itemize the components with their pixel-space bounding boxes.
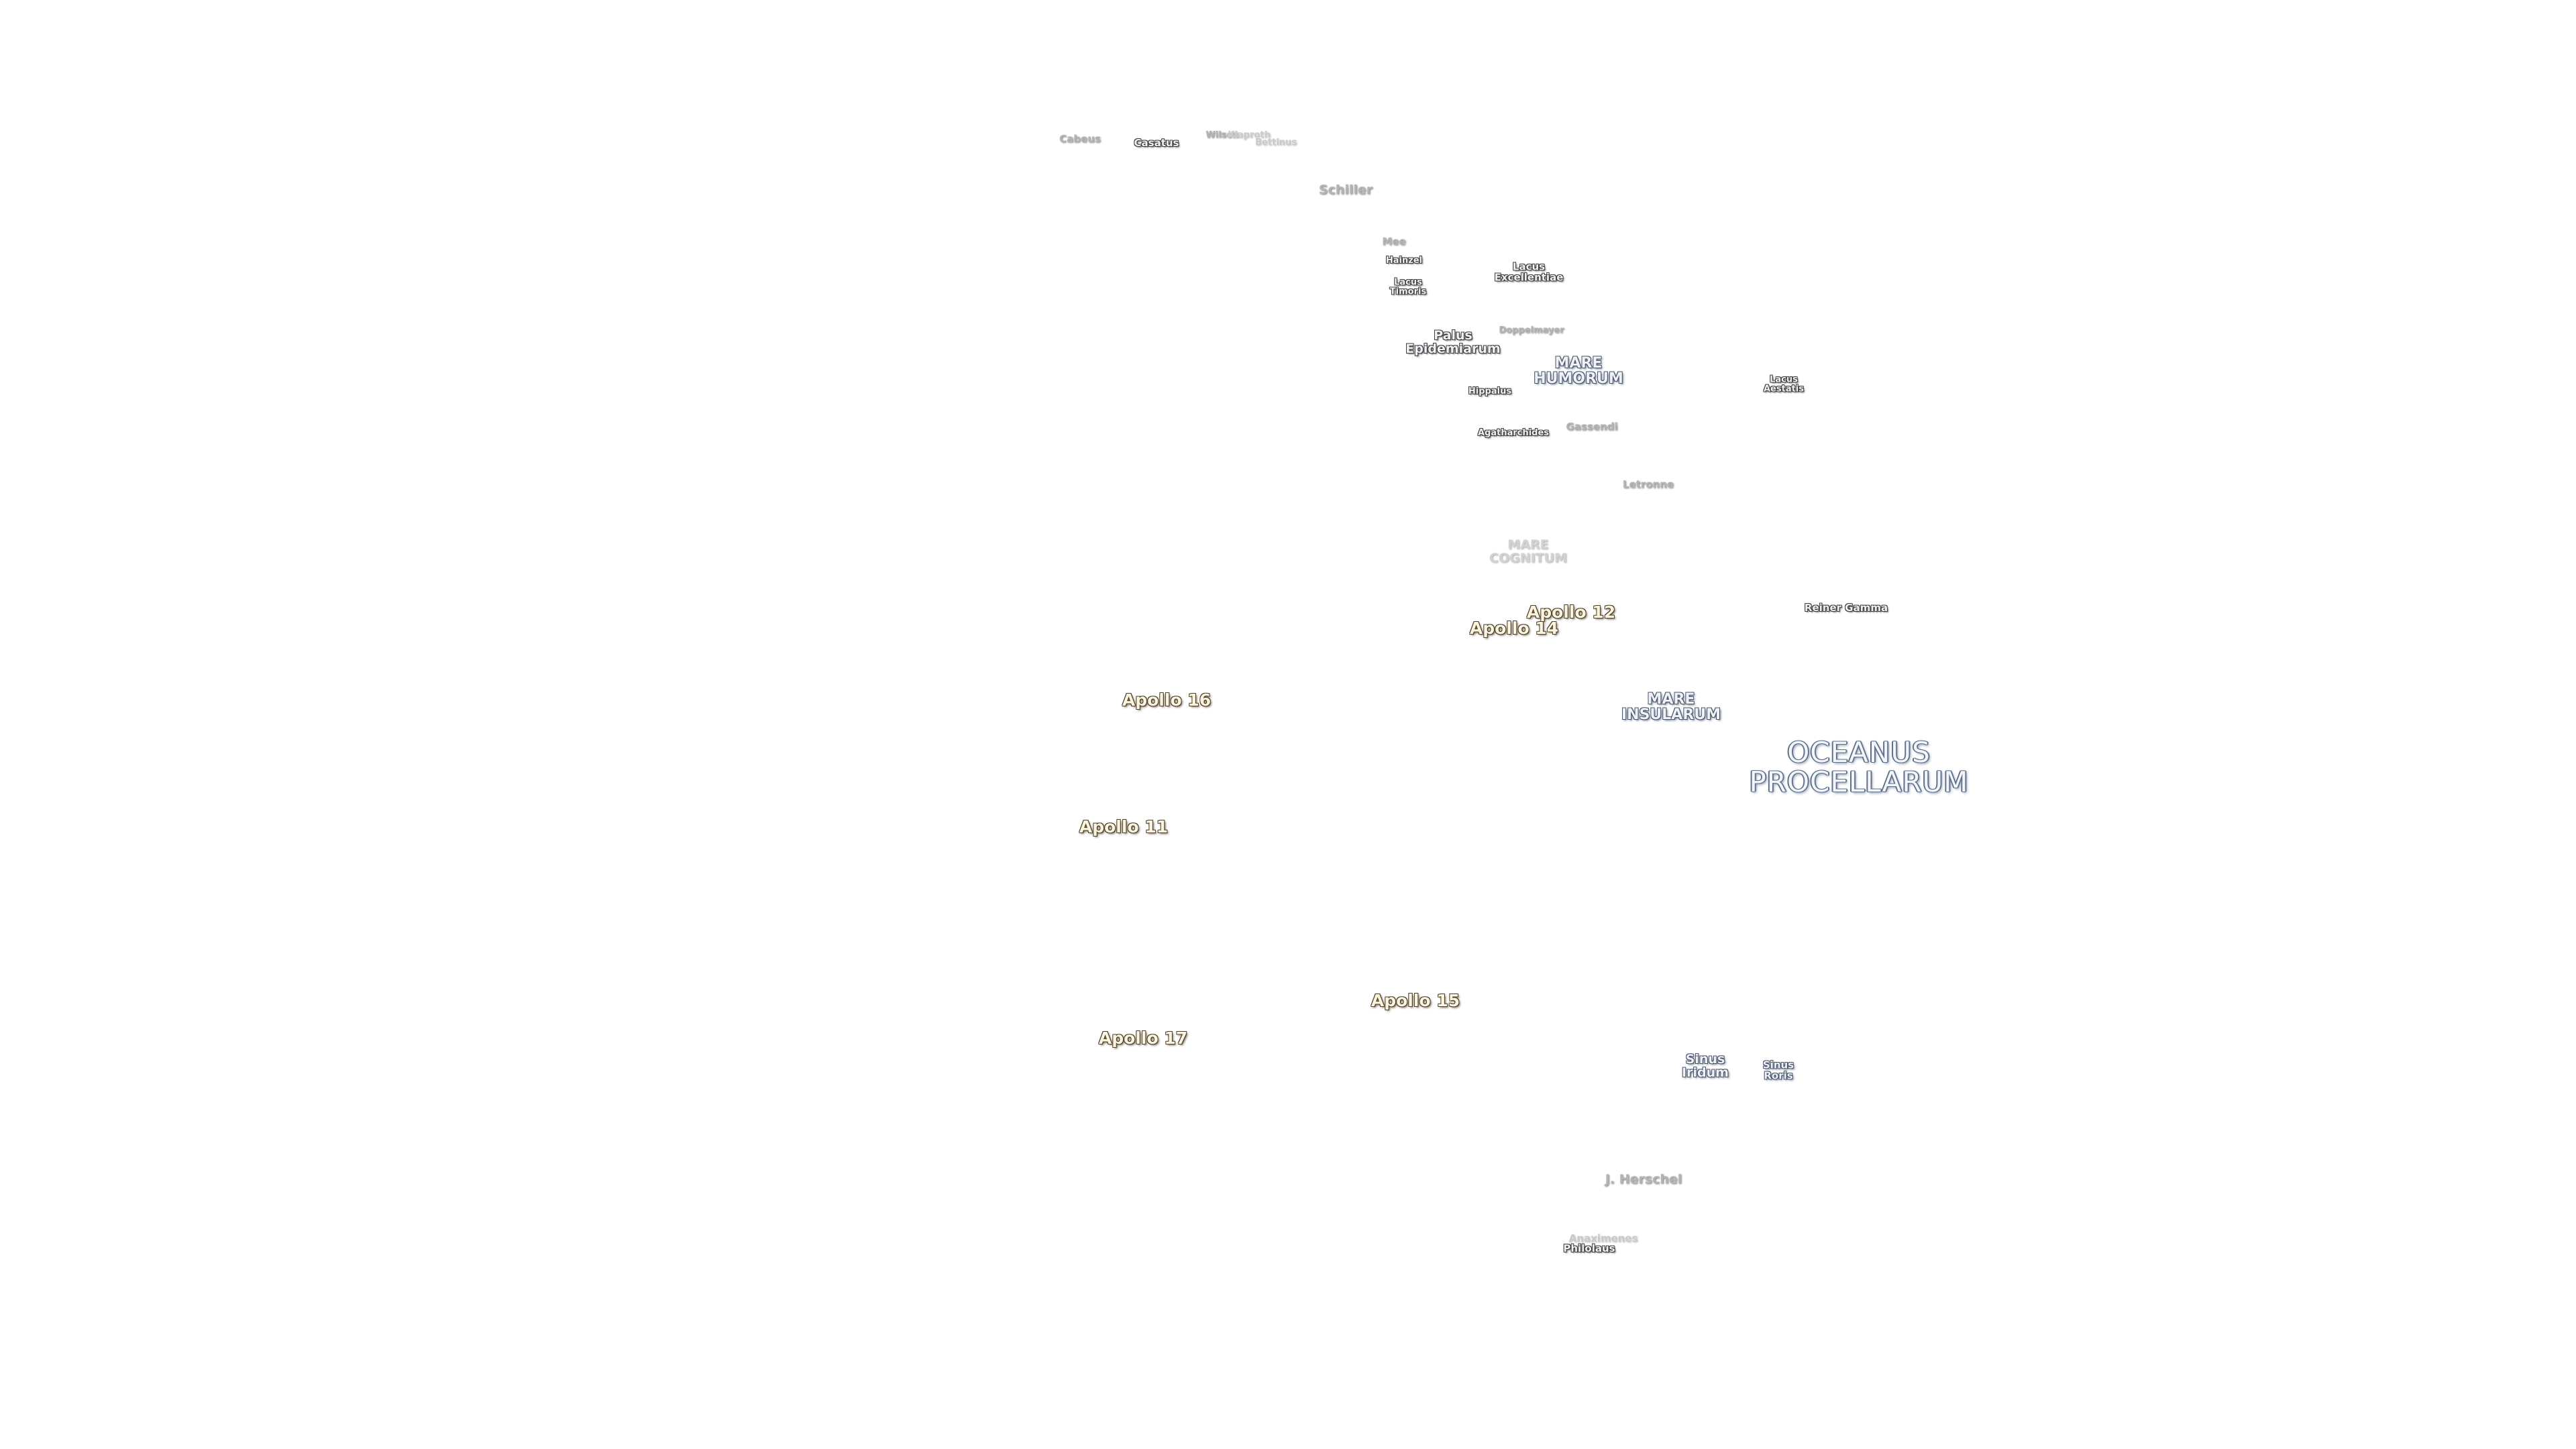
crater-label-j-herschel: J. Herschel <box>1605 1172 1682 1187</box>
palus-label-epidemiarum: Palus Epidemiarum <box>1405 328 1501 356</box>
crater-label-cabeus: Cabeus <box>1059 133 1101 146</box>
crater-label-schiller: Schiller <box>1318 182 1373 198</box>
feature-label-reiner-gamma: Reiner Gamma <box>1804 602 1888 614</box>
crater-label-philolaus: Philolaus <box>1563 1242 1615 1255</box>
crater-label-doppelmayer: Doppelmayer <box>1499 325 1564 336</box>
crater-label-bettinus: Bettinus <box>1255 138 1297 148</box>
crater-label-gassendi: Gassendi <box>1566 421 1618 433</box>
mare-label-insularum: MARE INSULARUM <box>1621 690 1721 723</box>
ocean-label-procellarum: OCEANUS PROCELLARUM <box>1749 735 1969 798</box>
lacus-label-excellentiae: Lacus Excellentiae <box>1494 260 1564 283</box>
crater-label-hippalus: Hippalus <box>1468 386 1512 397</box>
landing-site-apollo-12[interactable]: Apollo 12 <box>1526 602 1616 622</box>
crater-label-hainzel: Hainzel <box>1385 256 1423 266</box>
landing-site-apollo-14[interactable]: Apollo 14 <box>1469 618 1559 638</box>
crater-label-klaproth: Klaproth <box>1228 130 1271 141</box>
mare-label-cognitum: MARE COGNITUM <box>1489 537 1567 566</box>
sinus-label-roris: Sinus Roris <box>1762 1059 1794 1081</box>
crater-label-mee: Mee <box>1382 235 1406 248</box>
crater-label-anaximenes: Anaximenes <box>1568 1232 1638 1245</box>
landing-site-apollo-17[interactable]: Apollo 17 <box>1098 1028 1188 1048</box>
landing-site-apollo-11[interactable]: Apollo 11 <box>1079 816 1169 837</box>
mare-label-humorum: MARE HUMORUM <box>1534 354 1623 387</box>
landing-site-apollo-16[interactable]: Apollo 16 <box>1122 690 1212 710</box>
crater-label-wilson: Wilson <box>1205 130 1239 141</box>
sinus-label-iridum: Sinus Iridum <box>1682 1052 1729 1080</box>
crater-label-casatus: Casatus <box>1134 137 1179 150</box>
landing-site-apollo-15[interactable]: Apollo 15 <box>1371 990 1460 1010</box>
crater-label-agatharchides: Agatharchides <box>1477 428 1550 439</box>
lacus-label-aestatis: Lacus Aestatis <box>1763 374 1805 394</box>
crater-label-letronne: Letronne <box>1622 478 1674 491</box>
lacus-label-timoris: Lacus Timoris <box>1389 277 1427 297</box>
